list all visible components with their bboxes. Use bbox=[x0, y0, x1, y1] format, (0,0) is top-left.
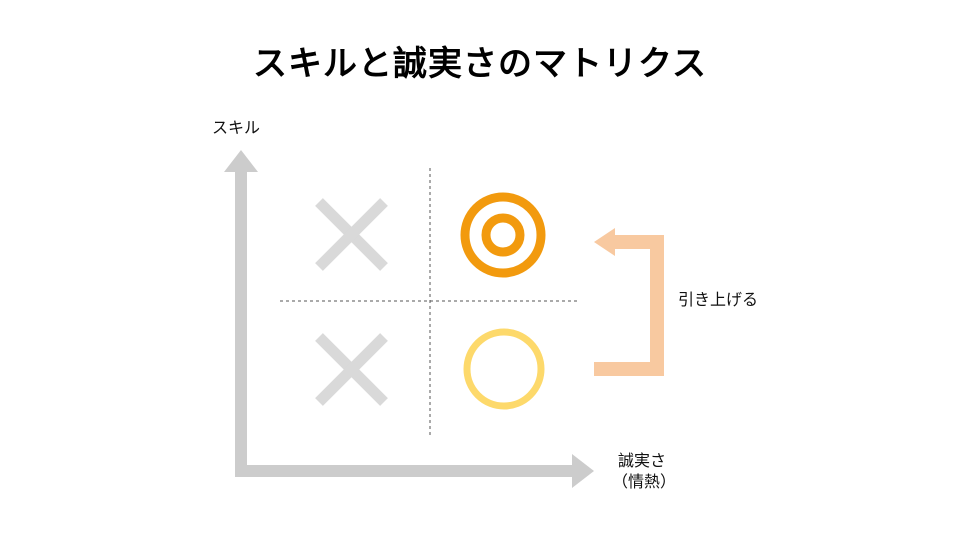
raise-label: 引き上げる bbox=[678, 290, 759, 309]
cross-icon-top-left bbox=[315, 198, 388, 271]
cross-icon-bottom-left bbox=[315, 333, 388, 406]
x-axis-sublabel: （情熱） bbox=[612, 472, 677, 491]
page-title: スキルと誠実さのマトリクス bbox=[253, 44, 707, 84]
y-axis-label: スキル bbox=[212, 118, 261, 137]
raise-arrow-icon bbox=[594, 235, 664, 376]
x-axis-arrowhead bbox=[572, 454, 594, 488]
y-axis-arrowhead bbox=[224, 150, 258, 172]
y-axis-line bbox=[235, 168, 247, 477]
double-circle-icon bbox=[460, 192, 546, 278]
x-axis-label: 誠実さ bbox=[618, 451, 667, 470]
raise-arrowhead-icon bbox=[594, 228, 615, 256]
circle-icon bbox=[463, 328, 545, 410]
x-axis-line bbox=[235, 465, 575, 477]
